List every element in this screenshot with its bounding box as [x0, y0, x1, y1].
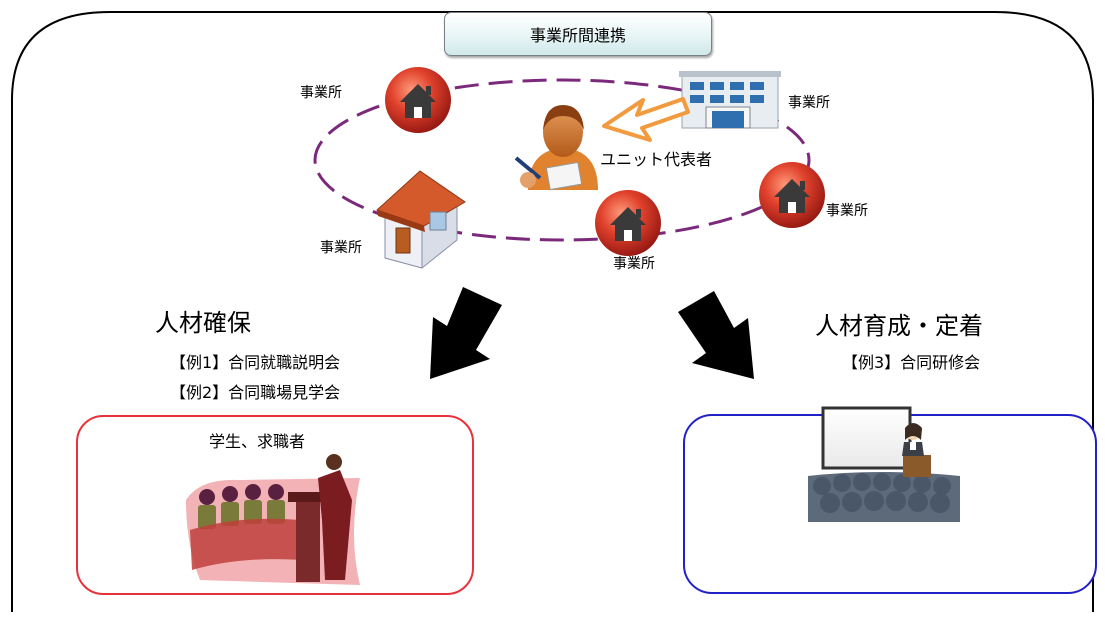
hollow-arrow-icon [602, 97, 690, 142]
left-box-caption: 学生、求職者 [209, 432, 306, 451]
label-office-bottom-center: 事業所 [613, 256, 655, 272]
label-office-top-right: 事業所 [788, 95, 830, 111]
label-office-right: 事業所 [826, 203, 868, 219]
right-branch-heading: 人材育成・定着 [815, 312, 983, 340]
office-badge-icon [385, 67, 451, 133]
office-badge-icon [595, 190, 661, 256]
right-down-arrow [678, 291, 754, 379]
left-branch-heading: 人材確保 [155, 309, 251, 337]
office-building-icon [679, 71, 781, 129]
label-office-left: 事業所 [320, 240, 362, 256]
representative-person-icon [514, 105, 598, 191]
training-session-illustration [808, 406, 960, 522]
label-office-top-left: 事業所 [300, 85, 342, 101]
right-example-1: 【例3】合同研修会 [842, 353, 981, 372]
left-example-2: 【例2】合同職場見学会 [170, 383, 341, 402]
left-example-1: 【例1】合同就職説明会 [170, 353, 341, 372]
page-title: 事業所間連携 [444, 12, 712, 56]
seminar-audience-illustration [186, 454, 360, 585]
left-down-arrow [430, 287, 502, 379]
label-unit-representative: ユニット代表者 [600, 150, 713, 169]
house-icon [376, 170, 466, 269]
network-ring [313, 78, 811, 242]
office-badge-icon [759, 162, 825, 228]
